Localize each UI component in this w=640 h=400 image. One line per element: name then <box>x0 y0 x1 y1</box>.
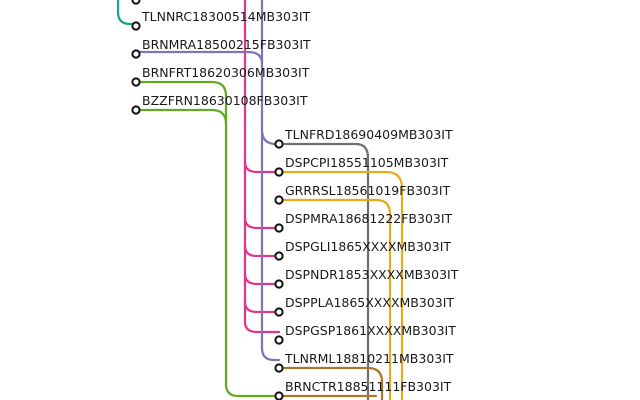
graph-nodes <box>131 0 284 400</box>
graph-edges <box>116 0 404 400</box>
node-label: BRNFRT18620306MB303IT <box>142 65 310 80</box>
node-label: BRNCTR18851111FB303IT <box>285 379 452 394</box>
node-label: GRRRSL18561019FB303IT <box>285 183 451 198</box>
node-label: BRNMRA18500215FB303IT <box>142 37 311 52</box>
node-n14[interactable] <box>274 391 284 400</box>
node-n9[interactable] <box>274 251 284 261</box>
node-label: DSPCPI18551105MB303IT <box>285 155 449 170</box>
node-label: DSPMRA18681222FB303IT <box>285 211 453 226</box>
node-label: DSPPLA1865XXXXMB303IT <box>285 295 454 310</box>
edge-gold-branch <box>277 198 392 400</box>
node-n1[interactable] <box>131 21 141 31</box>
edge-magenta-branch <box>243 160 281 174</box>
node-n11[interactable] <box>274 307 284 317</box>
node-label: DSPGLI1865XXXXMB303IT <box>285 239 451 254</box>
edge-teal <box>116 0 138 26</box>
edge-purple-branch <box>134 50 264 66</box>
edge-gray <box>277 142 370 400</box>
node-n10[interactable] <box>274 279 284 289</box>
node-n3[interactable] <box>131 77 141 87</box>
edge-magenta-branch <box>243 244 281 258</box>
graph-labels: TLNNRC18300514MB303IT BRNMRA18500215FB30… <box>141 9 459 394</box>
edge-purple-trunk <box>260 0 281 362</box>
node-label: TLNRML18810211MB303IT <box>284 351 454 366</box>
edge-brown <box>277 366 384 400</box>
edge-magenta-branch <box>243 216 281 230</box>
node-label: BZZFRN18630108FB303IT <box>142 93 308 108</box>
edge-green <box>134 108 281 398</box>
node-label: DSPGSP1861XXXXMB303IT <box>285 323 456 338</box>
node-n6[interactable] <box>274 167 284 177</box>
node-n7[interactable] <box>274 195 284 205</box>
node-n12[interactable] <box>274 335 284 345</box>
edge-gold <box>277 170 404 400</box>
edge-magenta-trunk <box>243 0 281 334</box>
edge-magenta-branch <box>243 300 281 314</box>
node-n4[interactable] <box>131 105 141 115</box>
node-n0[interactable] <box>131 0 141 5</box>
node-label: TLNFRD18690409MB303IT <box>284 127 453 142</box>
node-n13[interactable] <box>274 363 284 373</box>
node-label: DSPNDR1853XXXXMB303IT <box>285 267 459 282</box>
edge-green-branch <box>134 80 228 126</box>
node-n5[interactable] <box>274 139 284 149</box>
node-n8[interactable] <box>274 223 284 233</box>
edge-magenta-branch <box>243 272 281 286</box>
node-label: TLNNRC18300514MB303IT <box>141 9 311 24</box>
node-n2[interactable] <box>131 49 141 59</box>
